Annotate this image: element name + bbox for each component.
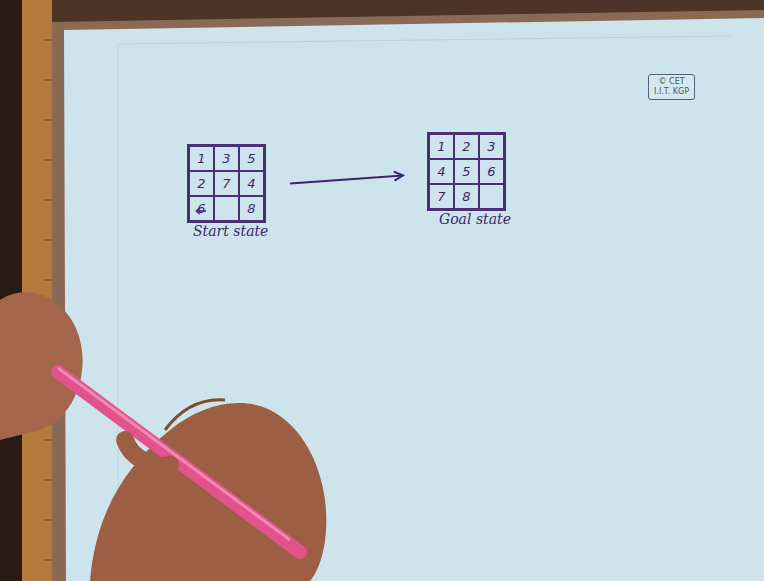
paper-shadow: [52, 10, 764, 581]
tile-number: 4: [437, 164, 445, 179]
tile-cell: 2: [189, 171, 214, 196]
tile-cell: 8: [454, 184, 479, 209]
tile-number: 2: [462, 139, 470, 154]
empty-cell: [479, 184, 504, 209]
pink-pen: [58, 372, 300, 552]
arrow-head: [394, 172, 403, 181]
tile-number: 2: [197, 176, 205, 191]
tile-number: 8: [462, 189, 470, 204]
paper-margin: [118, 44, 119, 560]
tile-number: 7: [222, 176, 230, 191]
tile-cell: 5: [239, 146, 264, 171]
puzzle-board: Goal state12345678: [427, 132, 506, 211]
knuckle-line: [165, 400, 225, 430]
watermark-text: © CET: [654, 77, 689, 87]
arrow-line: [290, 176, 403, 184]
ruler: [22, 0, 52, 581]
tile-number: 6: [197, 201, 205, 216]
tile-cell: 2: [454, 134, 479, 159]
tile-number: 7: [437, 189, 445, 204]
tile-number: 3: [222, 151, 230, 166]
left-hand: [0, 292, 83, 440]
tile-number: 4: [247, 176, 255, 191]
board-caption: Goal state: [439, 211, 511, 227]
tile-number: 5: [462, 164, 470, 179]
tile-cell: 5: [454, 159, 479, 184]
arrow-connector: [290, 172, 403, 184]
dark-edge: [0, 0, 22, 581]
tile-cell: 4: [239, 171, 264, 196]
tile-number: 3: [487, 139, 495, 154]
empty-cell: [214, 196, 239, 221]
puzzle-board: Start state13527468: [187, 144, 266, 223]
tile-number: 6: [487, 164, 495, 179]
tile-number: 5: [247, 151, 255, 166]
tile-cell: 3: [214, 146, 239, 171]
tile-number: 8: [247, 201, 255, 216]
paper-margin: [118, 36, 730, 44]
pen-highlight: [58, 368, 290, 540]
tile-number: 1: [197, 151, 205, 166]
tile-cell: 6: [189, 196, 214, 221]
tile-cell: 3: [479, 134, 504, 159]
tile-cell: 1: [429, 134, 454, 159]
thumb: [125, 440, 170, 466]
tile-number: 1: [437, 139, 445, 154]
tile-cell: 8: [239, 196, 264, 221]
tile-cell: 7: [429, 184, 454, 209]
board-caption: Start state: [193, 223, 268, 239]
tile-cell: 4: [429, 159, 454, 184]
watermark-box: © CETI.I.T. KGP: [648, 74, 695, 100]
tile-cell: 7: [214, 171, 239, 196]
paper-sheet: [64, 18, 764, 581]
tile-cell: 6: [479, 159, 504, 184]
watermark-text: I.I.T. KGP: [654, 87, 689, 97]
tile-cell: 1: [189, 146, 214, 171]
